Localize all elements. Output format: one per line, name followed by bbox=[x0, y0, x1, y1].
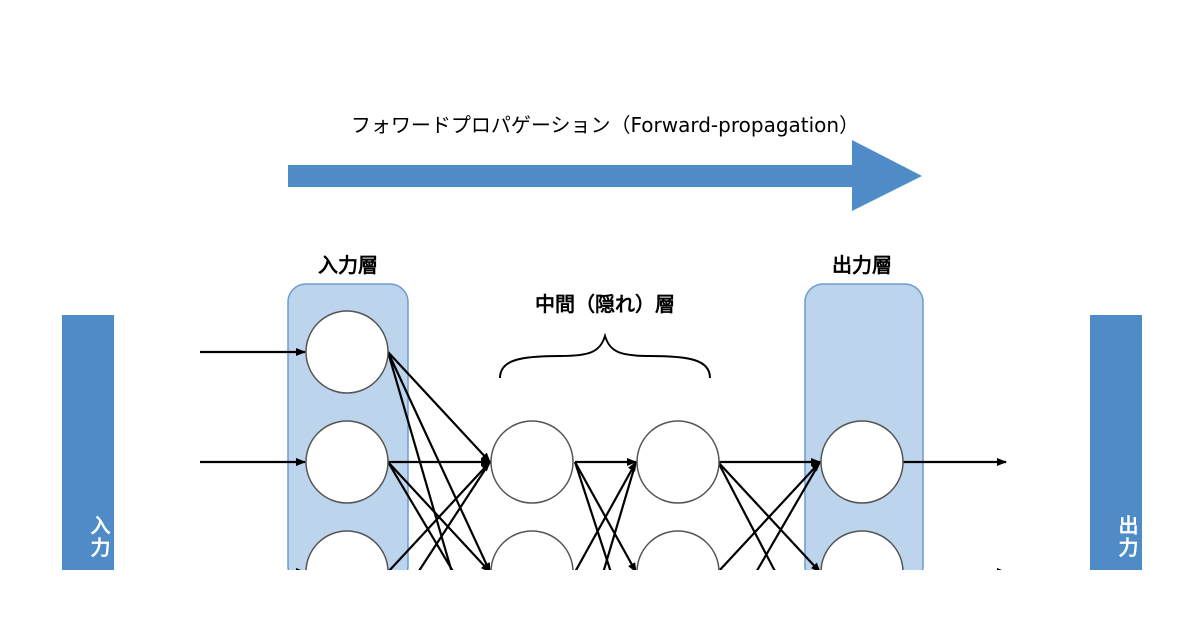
connection-edge bbox=[573, 461, 612, 570]
connection-edge bbox=[756, 461, 821, 570]
diagram-canvas: 入力 出力 フォワードプロパゲーション（Forward-propagation）… bbox=[62, 113, 1142, 570]
output-node bbox=[820, 420, 904, 504]
input-node bbox=[305, 530, 389, 570]
output-side-bar-label: 出力 bbox=[1115, 515, 1139, 559]
hidden-layer-brace bbox=[499, 332, 711, 379]
connection-edge bbox=[718, 461, 821, 570]
network-svg: フォワードプロパゲーション（Forward-propagation） 入力層 出… bbox=[200, 113, 1007, 570]
output-node bbox=[820, 530, 904, 570]
connection-edge bbox=[388, 461, 491, 570]
connection-edge bbox=[387, 461, 454, 570]
connection-edge bbox=[387, 351, 491, 463]
input-node bbox=[305, 310, 389, 394]
hidden-node-layer2 bbox=[636, 530, 720, 570]
hidden-node-layer1 bbox=[490, 530, 574, 570]
hidden-node-layer2 bbox=[636, 420, 720, 504]
connection-edge bbox=[717, 461, 776, 570]
diagram-title: フォワードプロパゲーション（Forward-propagation） bbox=[351, 113, 859, 137]
connection-edge bbox=[602, 461, 638, 570]
input-side-bar: 入力 bbox=[62, 315, 114, 570]
output-layer-label: 出力層 bbox=[832, 253, 892, 277]
input-layer-label: 入力層 bbox=[318, 253, 378, 277]
input-node bbox=[305, 420, 389, 504]
hidden-node-layer1 bbox=[490, 420, 574, 504]
forward-arrow bbox=[288, 140, 922, 211]
connection-edge bbox=[418, 461, 491, 570]
output-side-bar: 出力 bbox=[1090, 315, 1142, 570]
input-side-bar-label: 入力 bbox=[87, 515, 111, 559]
connection-edge bbox=[574, 461, 637, 570]
hidden-layer-label: 中間（隠れ）層 bbox=[535, 292, 675, 316]
connection-edge bbox=[386, 351, 453, 570]
